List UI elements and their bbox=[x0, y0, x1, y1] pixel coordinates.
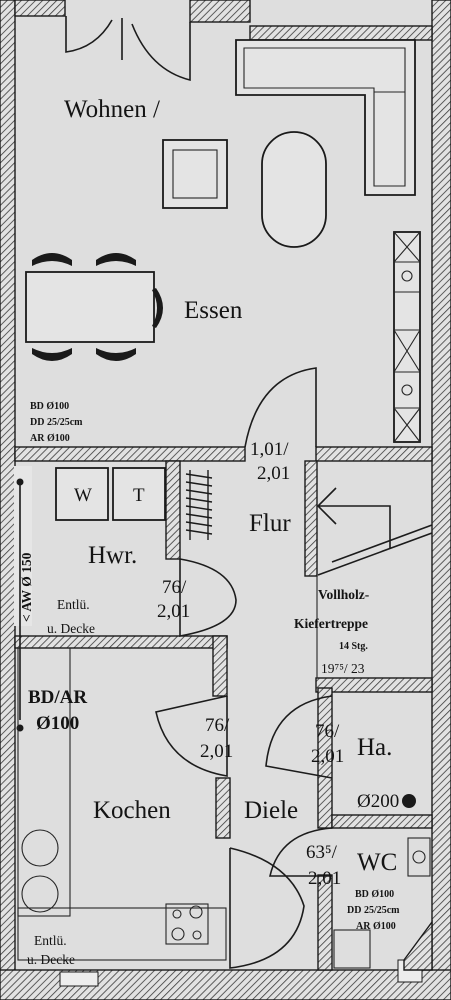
coffee-table bbox=[261, 131, 327, 248]
wc-ar-label: AR Ø100 bbox=[356, 921, 396, 932]
wall-wc-left bbox=[317, 874, 333, 971]
outer-wall-top-right-2 bbox=[249, 25, 433, 41]
storage-door-width: 76/ bbox=[315, 721, 340, 742]
cooktop bbox=[165, 903, 209, 945]
pipe-marker bbox=[402, 794, 416, 808]
wc-room: 63⁵/ 2,01 WC BD Ø100 DD 25/25cm AR Ø100 bbox=[268, 827, 433, 971]
outer-wall-top-right bbox=[189, 0, 251, 23]
storage-pipe-label: Ø200 bbox=[357, 791, 399, 812]
kitchen-bdar: BD/AR bbox=[28, 687, 87, 708]
stair-rise: 19⁷⁵/ 23 bbox=[321, 661, 365, 676]
room-label-living: Wohnen / bbox=[64, 96, 160, 123]
wall-kitchen-lower bbox=[215, 777, 231, 839]
sink-bowl-2 bbox=[21, 875, 59, 913]
room-label-dining: Essen bbox=[184, 297, 243, 324]
hall-door-swing bbox=[244, 367, 317, 448]
outer-wall-left bbox=[0, 0, 16, 993]
living-dd-label: DD 25/25cm bbox=[30, 417, 83, 428]
radiator bbox=[185, 470, 213, 540]
sofa bbox=[235, 39, 416, 196]
wc-shaft bbox=[403, 919, 433, 971]
wall-stair-bottom bbox=[315, 677, 433, 693]
sink-bowl-1 bbox=[21, 829, 59, 867]
room-label-hall: Flur bbox=[249, 510, 291, 537]
wall-stair-left bbox=[304, 460, 318, 577]
entry-hall: Diele bbox=[229, 797, 305, 969]
wc-dd-label: DD 25/25cm bbox=[347, 905, 400, 916]
washer bbox=[55, 467, 109, 521]
stair-label-2: Kiefertreppe bbox=[294, 616, 368, 631]
hall-door-height: 2,01 bbox=[257, 463, 290, 484]
kitchen-dia: Ø100 bbox=[36, 713, 79, 734]
room-label-storage: Ha. bbox=[357, 734, 392, 761]
wc-door-width: 63⁵/ bbox=[306, 842, 338, 863]
kitchen-vent-1: Entlü. bbox=[34, 933, 67, 948]
utility-room: W T Hwr. 76/ 2,01 Entlü. u. Decke bbox=[14, 466, 237, 732]
kitchen-counter bbox=[17, 647, 71, 917]
storage-door-swing bbox=[265, 695, 333, 779]
storage-room: 76/ 2,01 Ha. Ø200 bbox=[265, 695, 416, 812]
wall-living-stair bbox=[315, 446, 433, 462]
kitchen-door-swing bbox=[155, 695, 228, 777]
dryer-label: T bbox=[133, 485, 145, 506]
wall-utility-hall bbox=[165, 460, 181, 560]
utility-door-swing bbox=[179, 558, 237, 637]
armchair bbox=[162, 139, 228, 209]
room-label-diele: Diele bbox=[244, 797, 298, 824]
kitchen: BD/AR Ø100 Kochen 76/ 2,01 Entlü. u. Dec… bbox=[17, 647, 233, 967]
kitchen-door-height: 2,01 bbox=[200, 741, 233, 762]
window-bottom-left bbox=[59, 971, 99, 987]
storage-door-height: 2,01 bbox=[311, 746, 344, 767]
living-bd-label: BD Ø100 bbox=[30, 401, 69, 412]
wall-living-utility bbox=[14, 446, 246, 462]
hall: Flur bbox=[249, 510, 291, 537]
utility-vent-2: u. Decke bbox=[47, 621, 95, 636]
room-label-wc: WC bbox=[357, 849, 397, 876]
outer-wall-top-left bbox=[14, 0, 66, 17]
stair: Vollholz- Kiefertreppe 14 Stg. 19⁷⁵/ 23 bbox=[294, 460, 433, 679]
kitchen-door-width: 76/ bbox=[205, 715, 230, 736]
toilet bbox=[333, 929, 371, 969]
living-area: Wohnen / Essen BD Ø100 DD 25/25cm AR Ø10… bbox=[25, 16, 421, 484]
utility-door-width: 76/ bbox=[162, 577, 187, 598]
hall-door-width: 1,01/ bbox=[250, 439, 289, 460]
dryer bbox=[112, 467, 166, 521]
terrace-door-left bbox=[65, 16, 113, 53]
stair-label-1: Vollholz- bbox=[318, 587, 369, 602]
wc-sink bbox=[407, 837, 431, 877]
outer-wall-right bbox=[431, 0, 451, 993]
room-label-utility: Hwr. bbox=[88, 542, 137, 569]
wall-storage-wc bbox=[331, 814, 433, 829]
stair-steps: 14 Stg. bbox=[339, 641, 368, 652]
wall-utility-kitchen bbox=[14, 635, 228, 649]
wc-door-swing bbox=[268, 827, 333, 877]
utility-vent-1: Entlü. bbox=[57, 597, 90, 612]
stair-arrow bbox=[316, 487, 356, 525]
wall-kitchen-upper bbox=[212, 635, 228, 697]
living-ar-label: AR Ø100 bbox=[30, 433, 70, 444]
entry-door-swing bbox=[229, 847, 305, 969]
exhaust-label: < AW Ø 150 bbox=[19, 552, 34, 622]
dining-table bbox=[25, 271, 155, 343]
room-label-kitchen: Kochen bbox=[93, 797, 171, 824]
kitchen-vent-2: u. Decke bbox=[27, 952, 75, 967]
washer-label: W bbox=[74, 485, 92, 506]
kitchen-counter-bottom bbox=[17, 907, 227, 961]
wc-door-height: 2,01 bbox=[308, 868, 341, 889]
terrace-door-right bbox=[131, 22, 191, 82]
exhaust-marker: < AW Ø 150 bbox=[14, 466, 34, 732]
utility-door-height: 2,01 bbox=[157, 601, 190, 622]
wc-bd-label: BD Ø100 bbox=[355, 889, 394, 900]
